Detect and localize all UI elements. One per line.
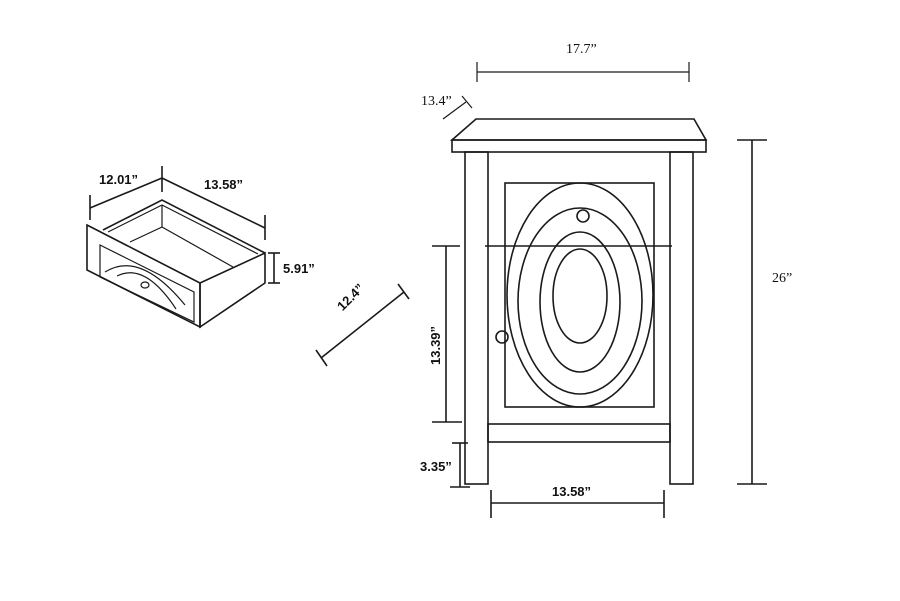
inner-width-label: 13.58” [552, 484, 592, 499]
drawer-depth-label: 12.01” [99, 172, 139, 187]
carving-ring-3 [539, 231, 621, 373]
cabinet-top-board [451, 139, 707, 153]
drawer-width-dimension-line [161, 177, 266, 229]
drawer-side [199, 251, 266, 329]
drawer-knob [140, 281, 150, 289]
leg-height-label: 3.35” [420, 459, 452, 474]
cabinet-left-leg [464, 151, 489, 485]
cabinet-bottom-rail [487, 423, 671, 443]
drawer-height-label: 5.91” [283, 261, 315, 276]
cabinet-top-surface [449, 118, 708, 141]
top-width-label: 17.7” [566, 42, 597, 57]
drawer-front-panel [99, 244, 195, 323]
dimension-tick [397, 283, 410, 300]
total-height-label: 26” [772, 271, 793, 286]
cabinet-drawing [432, 62, 767, 518]
drawer-inner-back [129, 205, 163, 243]
drawer-depth-dimension-line [89, 177, 163, 209]
carving-ring-outer [506, 182, 654, 408]
drawer-diagonal-dimension-line [320, 291, 405, 359]
drawer-drawing [86, 166, 410, 367]
cabinet-right-leg [669, 151, 694, 485]
top-depth-dimension-line [442, 101, 467, 120]
drawer-inner-bottom [161, 226, 234, 268]
door-height-label: 13.39” [428, 325, 443, 365]
drawer-top-edge [102, 199, 266, 254]
drawer-width-label: 13.58” [204, 177, 244, 192]
dimension-tick [461, 95, 473, 109]
top-depth-label: 13.4” [421, 94, 452, 109]
carving-knob [576, 209, 590, 223]
carving-ring-inner [552, 248, 608, 344]
carving-ring-2 [517, 207, 643, 395]
drawer-carving [104, 265, 186, 310]
door-knob [495, 330, 509, 344]
dimension-tick [315, 349, 328, 367]
